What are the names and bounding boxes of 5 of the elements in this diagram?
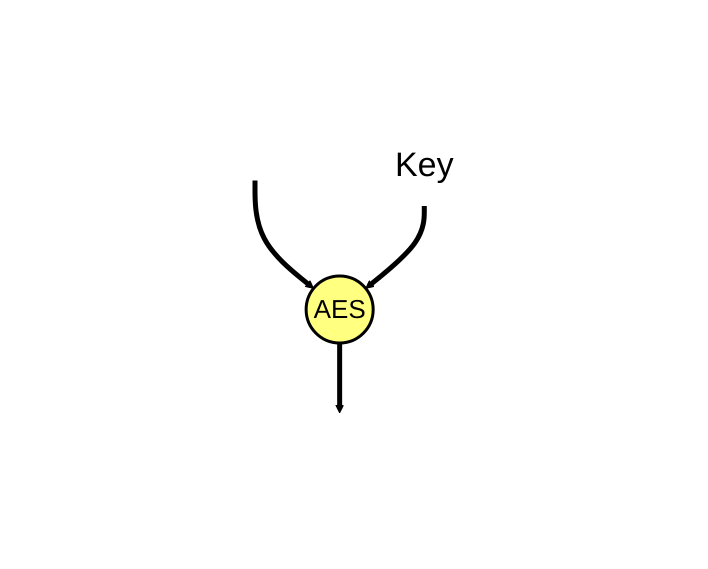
- arrow: [334, 344, 344, 414]
- node-circle: AES: [304, 274, 374, 346]
- arrow: [252, 180, 314, 290]
- node-text: Key: [394, 146, 454, 184]
- arrow: [365, 206, 426, 290]
